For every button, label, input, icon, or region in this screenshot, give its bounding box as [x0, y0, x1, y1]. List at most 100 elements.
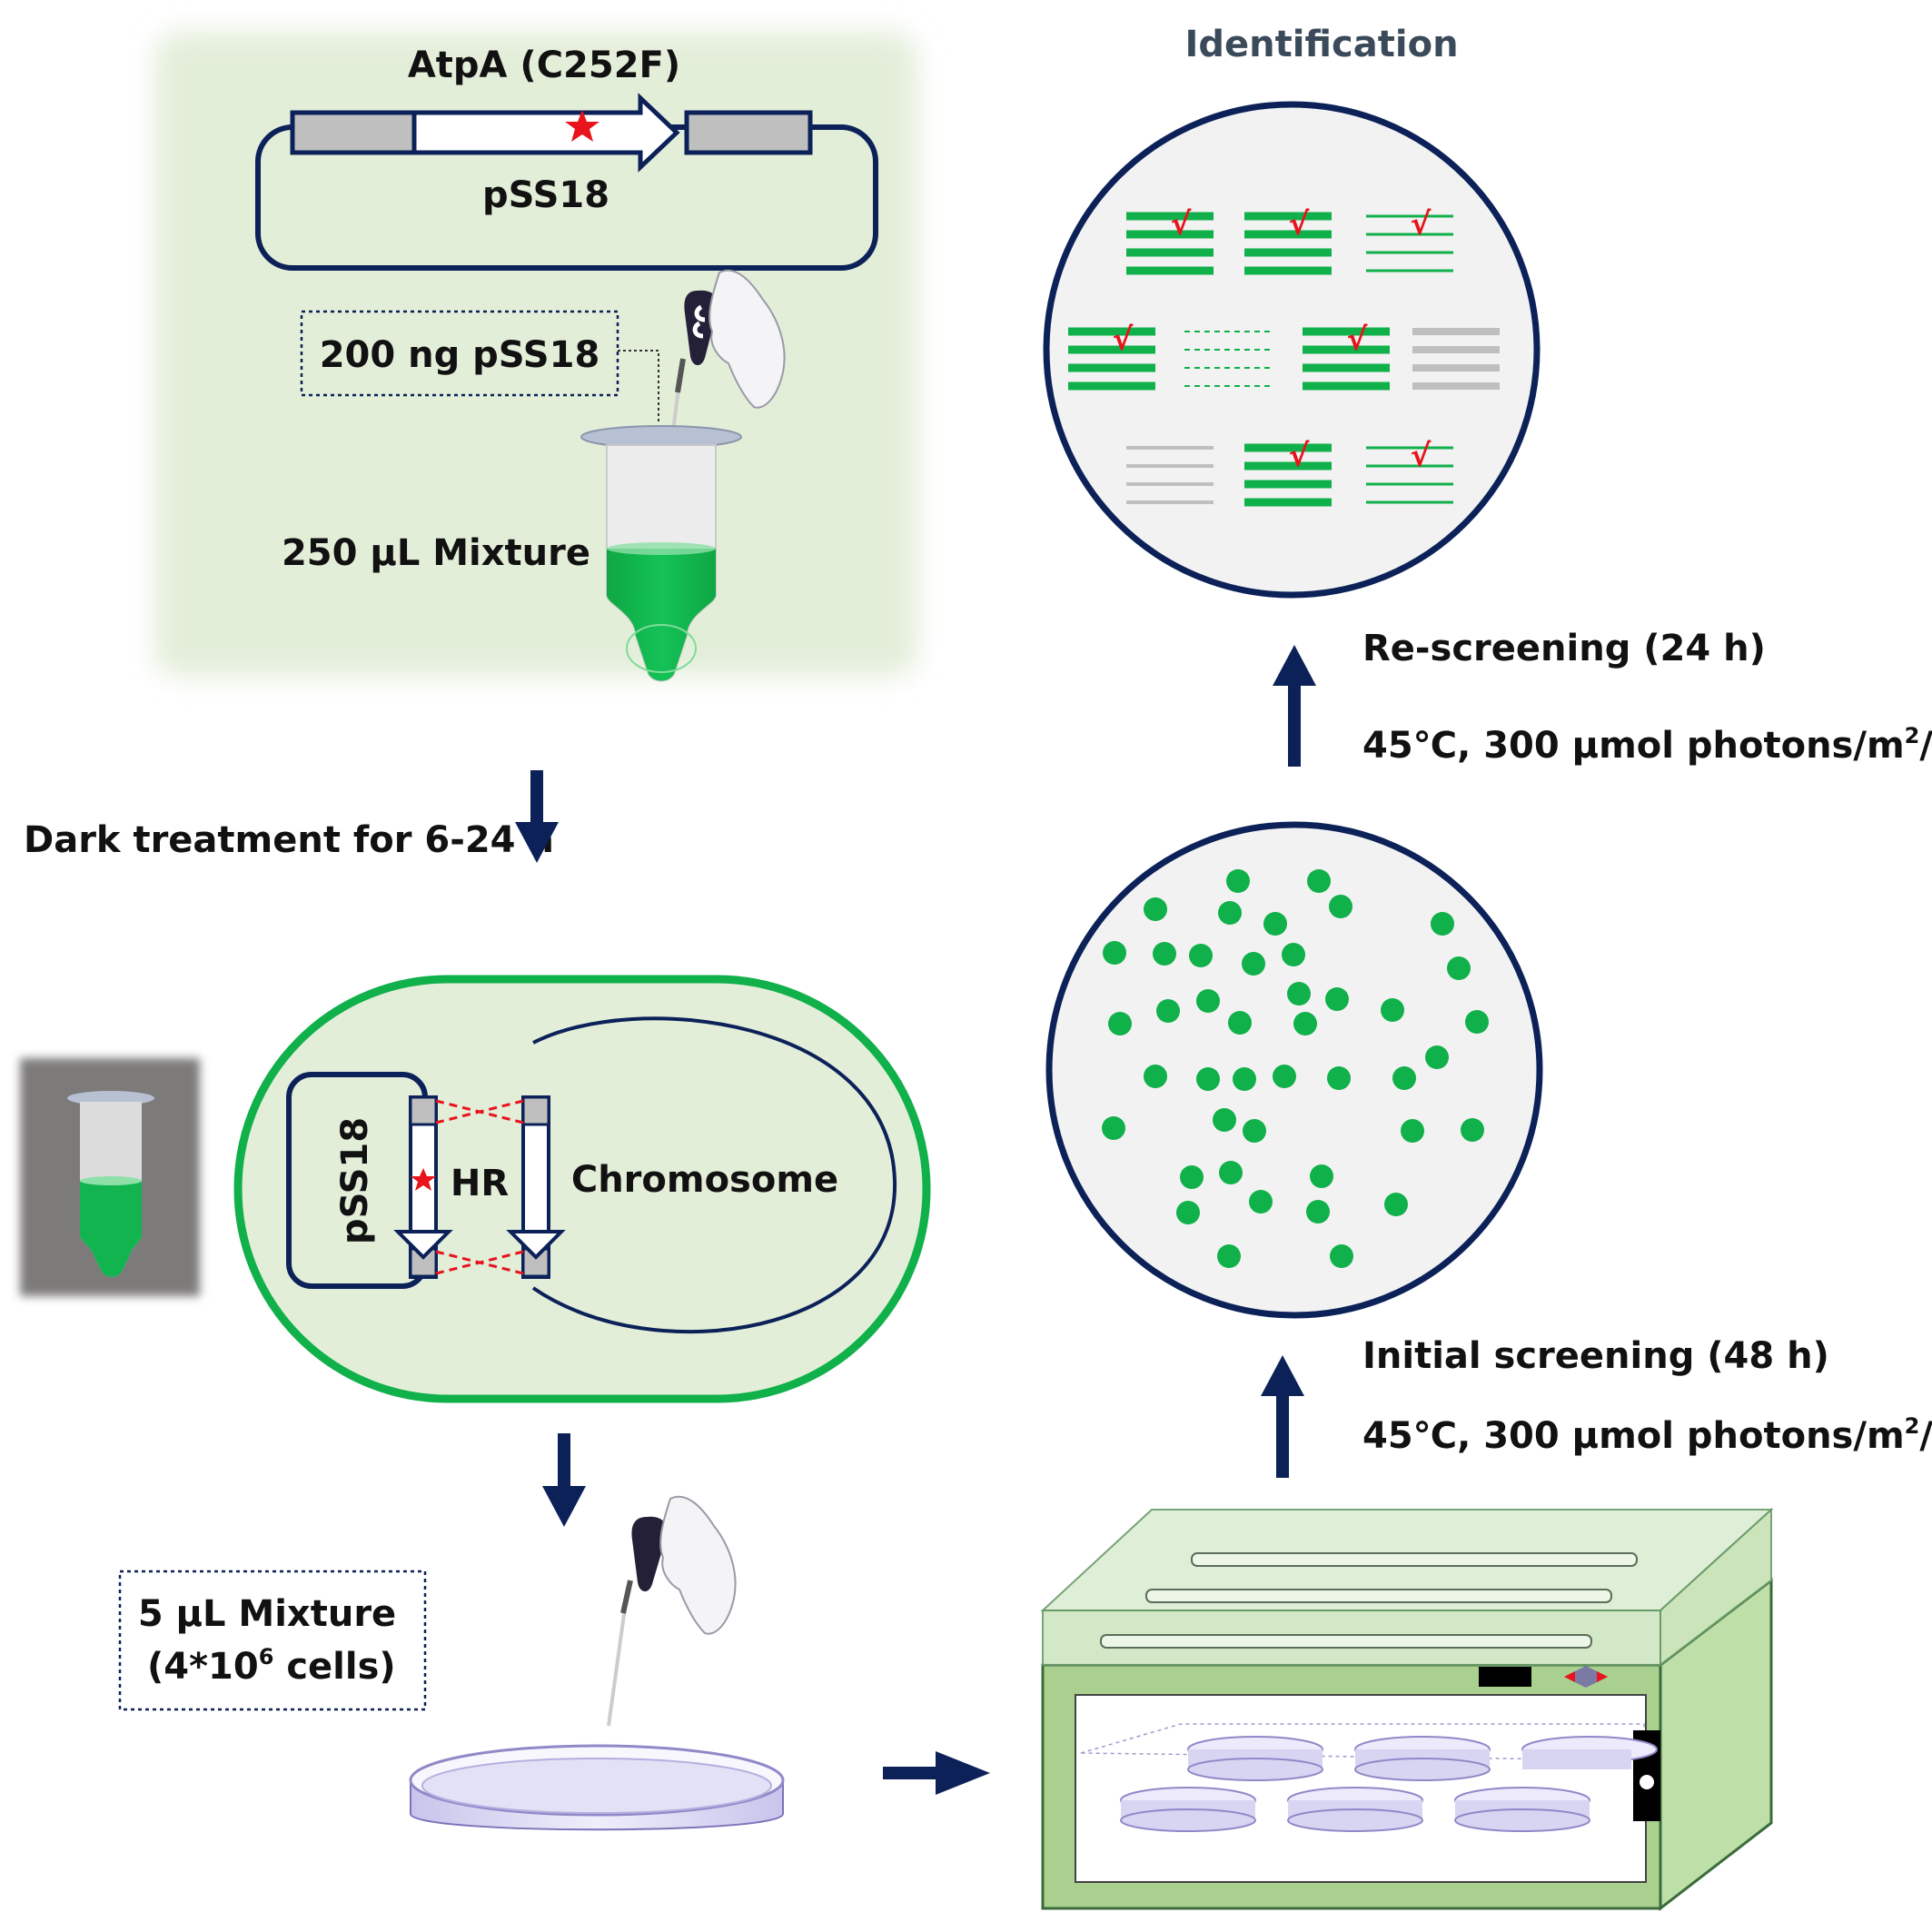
dna-amount-box	[300, 310, 619, 397]
gel-band-group	[1184, 331, 1272, 387]
colony	[1102, 1116, 1125, 1140]
star-icon	[411, 1168, 436, 1191]
check-mark-icon: √	[1289, 206, 1310, 243]
homology-arm-right	[684, 110, 813, 155]
colony	[1228, 1011, 1252, 1035]
colony	[1263, 912, 1287, 936]
colony	[1108, 1012, 1132, 1035]
incubator-icon	[1040, 1507, 1774, 1912]
colony	[1196, 989, 1220, 1013]
colony	[1325, 987, 1349, 1011]
recombination-crossover	[435, 1099, 524, 1275]
cell-plasmid-label: pSS18	[334, 1117, 376, 1244]
petri-dish-icon	[409, 1744, 785, 1831]
pipette-hand-icon	[607, 1495, 737, 1727]
colony	[1287, 982, 1311, 1006]
check-mark-icon: √	[1411, 206, 1432, 243]
gel-band-group: √	[1303, 322, 1390, 391]
gene-arrow	[411, 93, 680, 173]
colony	[1465, 1010, 1489, 1034]
gel-band-group: √	[1244, 438, 1332, 507]
colony	[1189, 944, 1213, 967]
colony	[1307, 869, 1331, 893]
colony	[1425, 1045, 1449, 1069]
colony	[1431, 912, 1454, 936]
colony	[1218, 901, 1242, 925]
plating-step: 5 µL Mixture (4*106 cells)	[118, 1495, 785, 1831]
gel-band-group: √	[1366, 438, 1453, 504]
colony	[1213, 1108, 1236, 1132]
cell-diagram: pSS18 HR Chromosome	[233, 975, 931, 1403]
colony	[1329, 895, 1352, 918]
colony-plate	[1045, 821, 1543, 1319]
tube-icon	[580, 425, 742, 682]
colony	[1196, 1067, 1220, 1091]
cell-outline	[233, 975, 931, 1403]
check-mark-icon: √	[1411, 438, 1432, 474]
rescreening-conditions: 45℃, 300 μmol photons/m2/s	[1362, 723, 1932, 767]
arrow-icon	[1273, 645, 1316, 767]
gene-label: AtpA (C252F)	[408, 45, 680, 86]
arrow-icon	[883, 1751, 990, 1795]
panel-background	[154, 32, 917, 677]
check-mark-icon: √	[1289, 438, 1310, 474]
initial-screening-title: Initial screening (48 h)	[1362, 1335, 1829, 1377]
colony	[1156, 999, 1180, 1023]
initial-screening-conditions: 45℃, 300 μmol photons/m2/s	[1362, 1413, 1932, 1457]
arrow-icon	[515, 770, 559, 863]
colony	[1226, 869, 1250, 893]
star-icon	[565, 110, 599, 142]
colony	[1242, 952, 1265, 976]
colony	[1243, 1119, 1266, 1143]
colony	[1447, 956, 1471, 980]
identification-plate: √ √ √ √ √ √ √	[1043, 101, 1541, 599]
gel-bands: √ √ √ √ √ √ √	[1068, 206, 1500, 507]
colony	[1327, 1066, 1351, 1090]
colony	[1144, 897, 1167, 921]
identification-title: Identification	[1184, 24, 1458, 65]
colony	[1401, 1119, 1424, 1143]
rescreening-title: Re-screening (24 h)	[1362, 628, 1766, 669]
chromosome-label: Chromosome	[571, 1159, 838, 1201]
gel-band-group	[1126, 446, 1214, 504]
gel-band-group: √	[1244, 206, 1332, 275]
chromosome-outline	[531, 1016, 897, 1334]
transformation-panel: AtpA (C252F) pSS18 200 ng pSS18 250 µL M…	[154, 32, 917, 682]
petri-dish-group	[1120, 1736, 1658, 1832]
colony	[1176, 1201, 1200, 1224]
colony	[1233, 1067, 1256, 1091]
colony	[1249, 1190, 1273, 1214]
dark-tube-panel	[20, 1058, 200, 1296]
colony	[1219, 1161, 1243, 1184]
colony	[1461, 1118, 1484, 1142]
tube-icon	[67, 1091, 154, 1277]
colony	[1384, 1193, 1408, 1216]
dna-amount-label: 200 ng pSS18	[320, 334, 600, 376]
check-mark-icon: √	[1347, 322, 1368, 358]
leader-line	[618, 350, 659, 422]
colony	[1180, 1165, 1204, 1189]
plating-box	[118, 1570, 427, 1711]
lamp-tubes	[1100, 1552, 1638, 1649]
plating-volume-label: 5 µL Mixture	[138, 1593, 396, 1635]
gel-band-group: √	[1126, 206, 1214, 275]
gel-band-group: √	[1068, 322, 1155, 391]
colony	[1330, 1244, 1353, 1268]
colony	[1381, 998, 1404, 1022]
check-mark-icon: √	[1113, 322, 1134, 358]
colony	[1392, 1066, 1416, 1090]
check-mark-icon: √	[1171, 206, 1192, 243]
colony	[1153, 942, 1176, 966]
hr-label: HR	[451, 1163, 509, 1204]
colony	[1144, 1065, 1167, 1088]
colony	[1310, 1164, 1333, 1188]
plasmid-name-label: pSS18	[482, 174, 609, 216]
display-panel	[1479, 1667, 1531, 1687]
mixture-volume-label: 250 µL Mixture	[282, 532, 590, 574]
colony	[1273, 1065, 1296, 1088]
arrow-icon	[542, 1433, 586, 1527]
arrow-icon	[1261, 1355, 1304, 1478]
colony-dots	[1102, 869, 1489, 1268]
dark-treatment-label: Dark treatment for 6-24 h	[24, 819, 554, 861]
